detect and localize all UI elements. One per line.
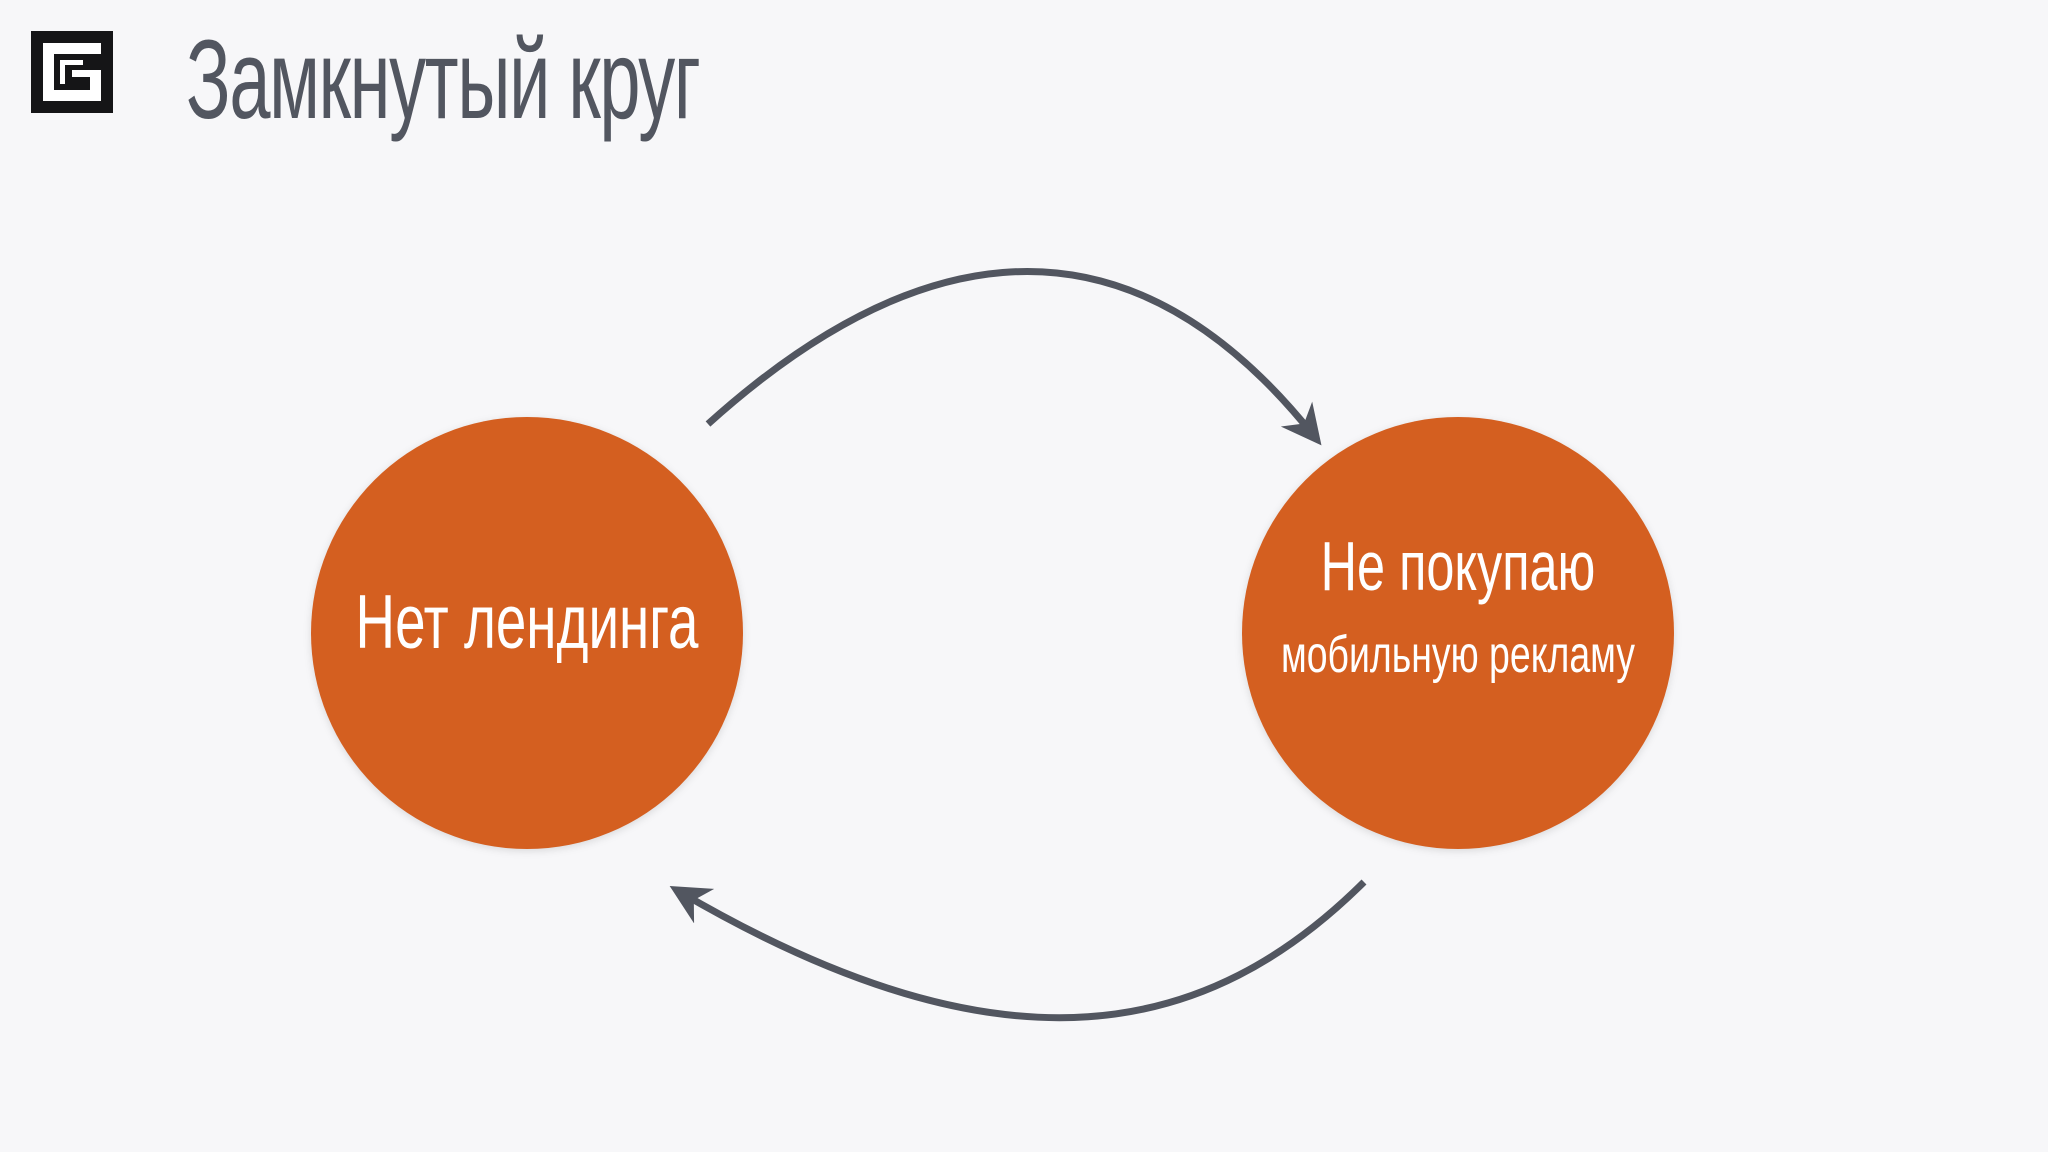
arrow-top	[705, 268, 1322, 446]
node-label: Нет лендинга	[356, 580, 699, 665]
g-logo-icon	[31, 31, 113, 113]
arrow-bottom	[669, 879, 1367, 1022]
node-circle	[1242, 417, 1674, 849]
node-circle	[311, 417, 743, 849]
node-label-line-1: Не покупаю	[1321, 527, 1596, 605]
node-no-mobile-ads: Не покупаю мобильную рекламу	[1242, 417, 1674, 849]
slide-title: Замкнутый круг	[186, 17, 701, 142]
node-no-landing: Нет лендинга	[311, 417, 743, 849]
node-label-line-2: мобильную рекламу	[1281, 625, 1635, 684]
